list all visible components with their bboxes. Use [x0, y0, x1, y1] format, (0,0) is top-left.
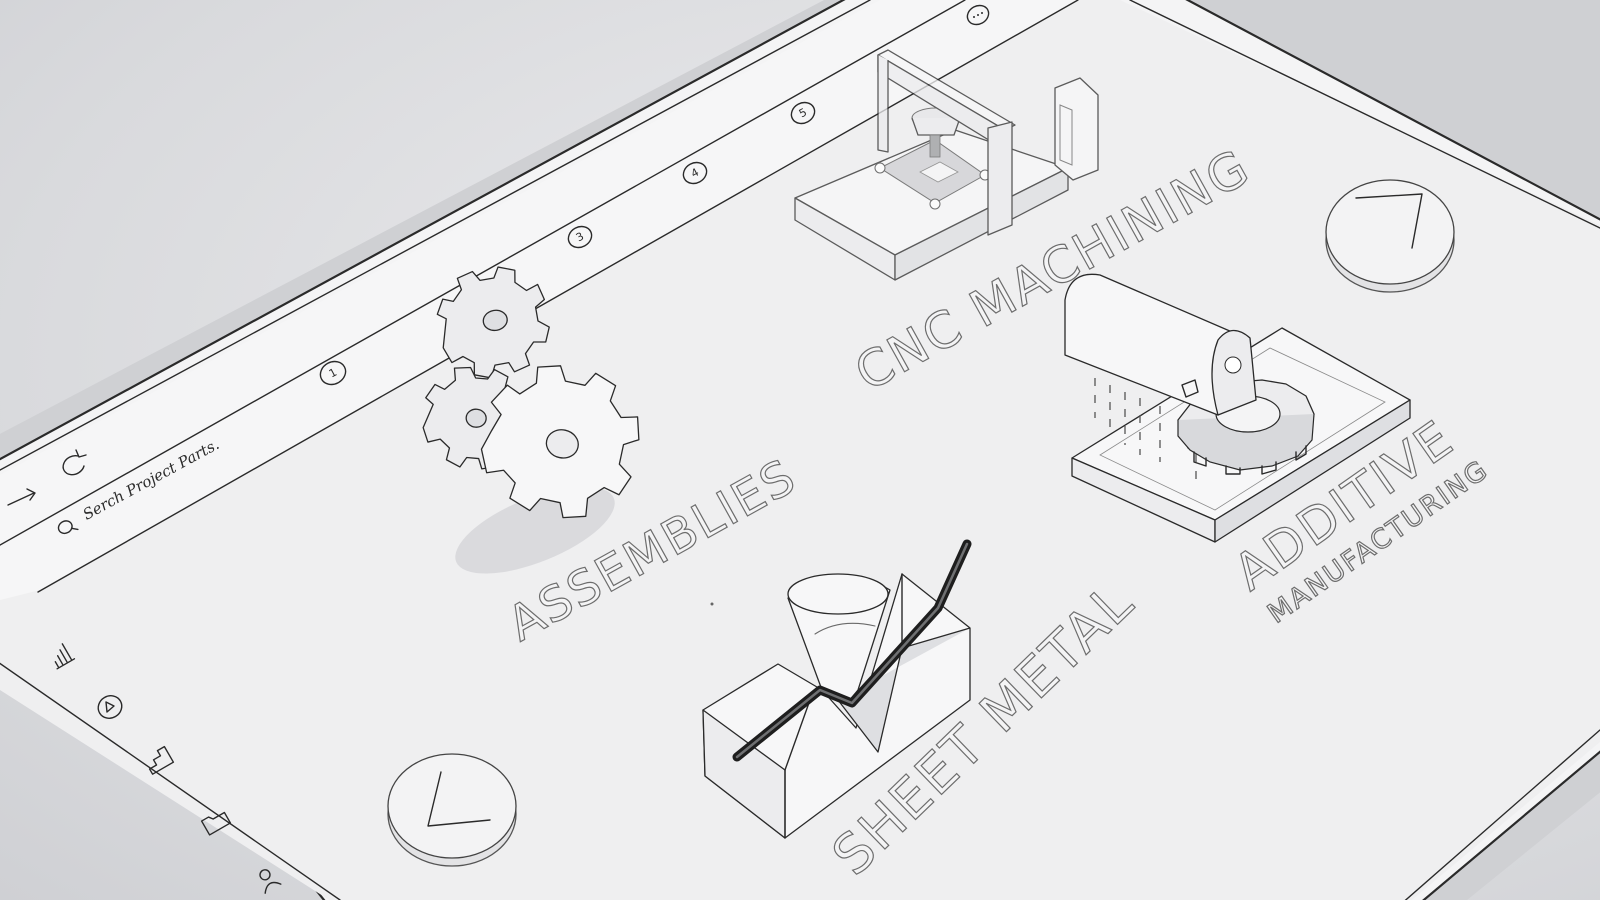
play-circle-icon[interactable] [94, 691, 126, 722]
bar-chart-icon[interactable] [48, 642, 76, 670]
user-icon[interactable] [255, 866, 282, 894]
refresh-icon[interactable] [62, 449, 87, 476]
sidebar [48, 642, 282, 894]
folder-icon[interactable] [200, 809, 232, 836]
additive-manufacturing-card[interactable] [1064, 273, 1411, 543]
back-arrow-button[interactable] [7, 488, 36, 506]
gear-icon [480, 365, 640, 519]
sheet-metal-card[interactable] [702, 539, 972, 839]
next-page-button[interactable] [1325, 179, 1455, 293]
stairs-icon[interactable] [144, 745, 175, 775]
gear-icon [436, 266, 550, 379]
search-icon [57, 520, 79, 535]
screen-dot [710, 602, 714, 606]
chevron-left-icon [427, 771, 491, 827]
cnc-machining-card[interactable] [794, 49, 1099, 281]
more-options-button[interactable] [964, 2, 992, 28]
chevron-right-icon [1355, 193, 1423, 249]
prev-page-button[interactable] [387, 753, 517, 867]
assemblies-card[interactable] [420, 260, 651, 591]
